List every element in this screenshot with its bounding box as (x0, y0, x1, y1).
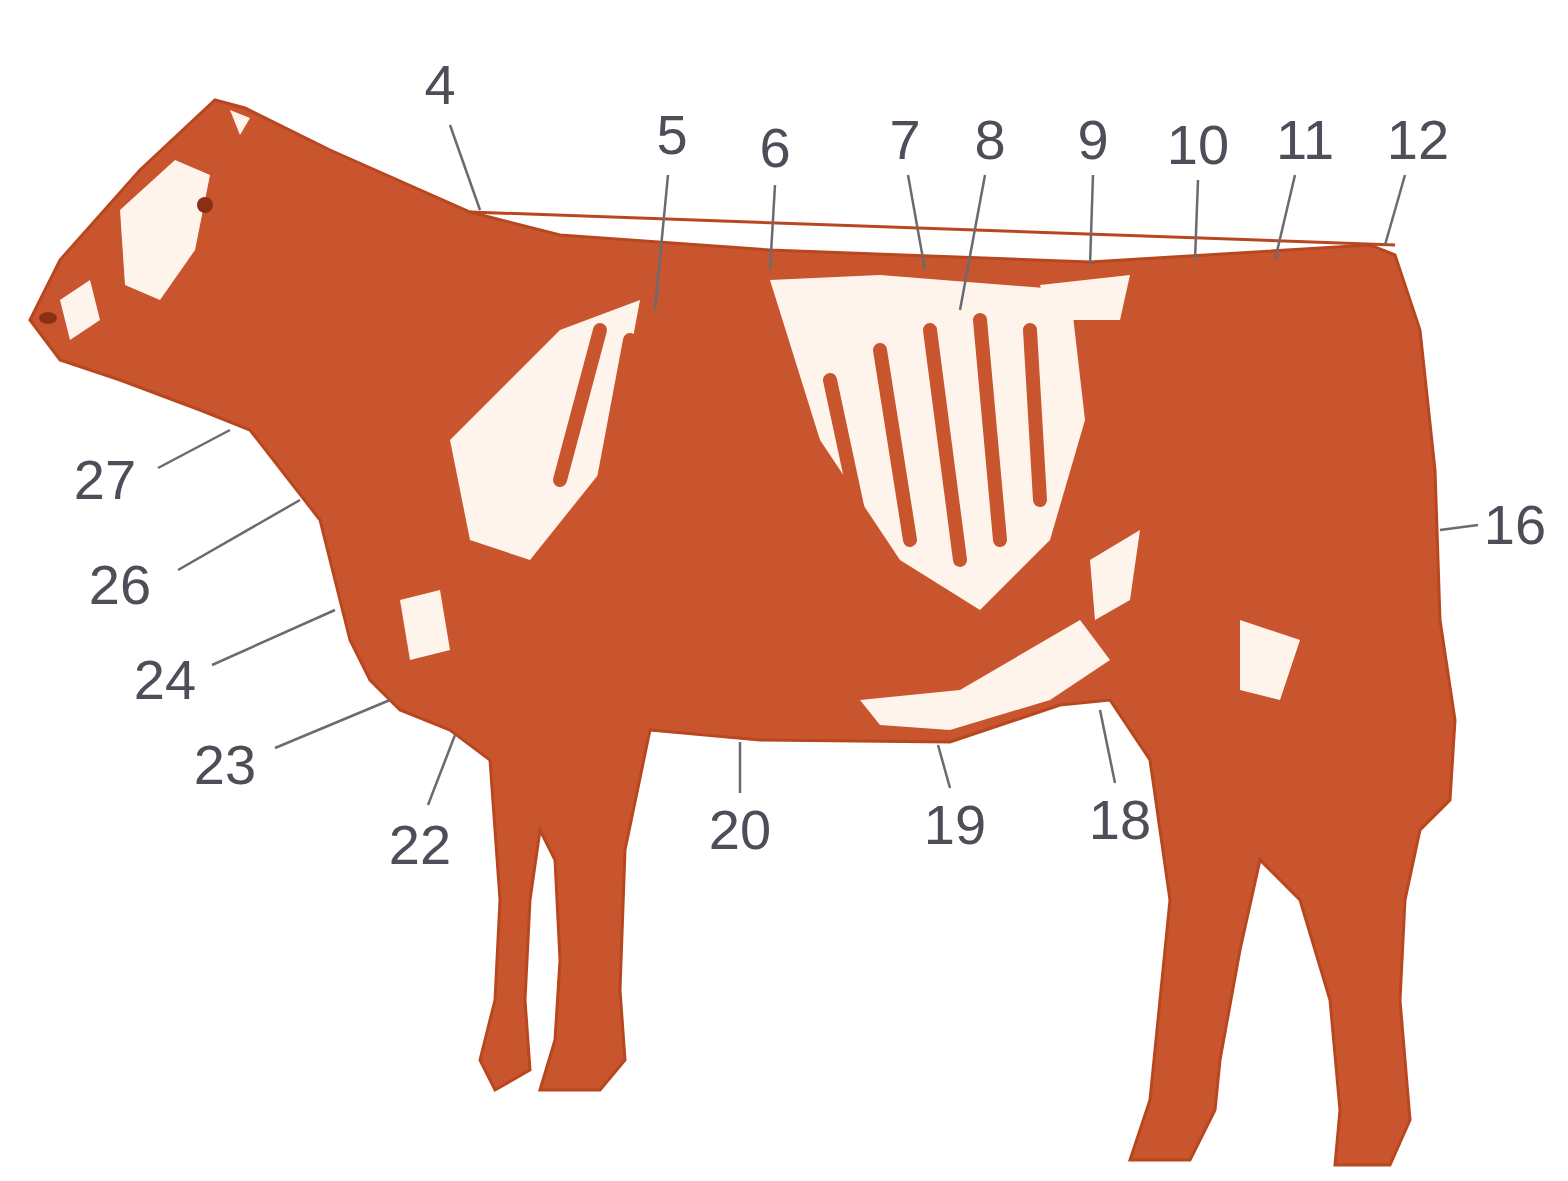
callout-number: 12 (1387, 112, 1449, 168)
callout-number: 22 (389, 817, 451, 873)
callout-number: 6 (759, 120, 790, 176)
callout-number: 19 (924, 797, 986, 853)
topline (470, 212, 1395, 245)
callout-number: 10 (1167, 117, 1229, 173)
callout-number: 20 (709, 802, 771, 858)
callout-number: 18 (1089, 792, 1151, 848)
callout-number: 9 (1077, 112, 1108, 168)
callout-number: 8 (974, 112, 1005, 168)
callout-number: 7 (889, 112, 920, 168)
callout-number: 5 (656, 107, 687, 163)
callout-number: 27 (74, 452, 136, 508)
callout-number: 16 (1484, 497, 1546, 553)
cow-body (30, 100, 1455, 1165)
rib-stripes (560, 320, 1040, 560)
white-patches (60, 110, 1300, 730)
callout-number: 4 (424, 57, 455, 113)
callout-number: 11 (1276, 112, 1334, 168)
callout-number: 23 (194, 737, 256, 793)
callout-number: 26 (89, 557, 151, 613)
head-detail (39, 197, 213, 324)
leader-lines (158, 125, 1478, 805)
callout-number: 24 (134, 652, 196, 708)
